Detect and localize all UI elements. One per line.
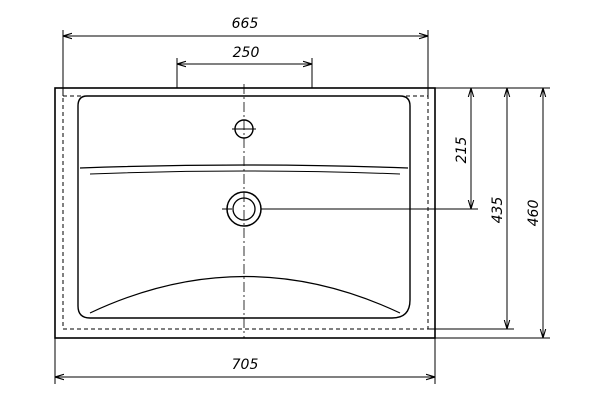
basin-rim-line-lower — [89, 170, 401, 175]
basin-outline — [77, 95, 411, 319]
dim-665-label: 665 — [232, 16, 259, 32]
dim-460-label: 460 — [526, 200, 542, 227]
sink-outer-outline — [54, 87, 436, 339]
dim-250-label: 250 — [233, 45, 260, 61]
dim-435-label: 435 — [490, 197, 506, 224]
dim-705-label: 705 — [232, 357, 259, 373]
sink-dashed-outline — [62, 95, 429, 330]
dim-215-label: 215 — [454, 137, 470, 164]
basin-bottom-curve — [89, 276, 401, 314]
basin-rim-line — [79, 164, 409, 169]
drain-inner-ring — [232, 197, 256, 221]
